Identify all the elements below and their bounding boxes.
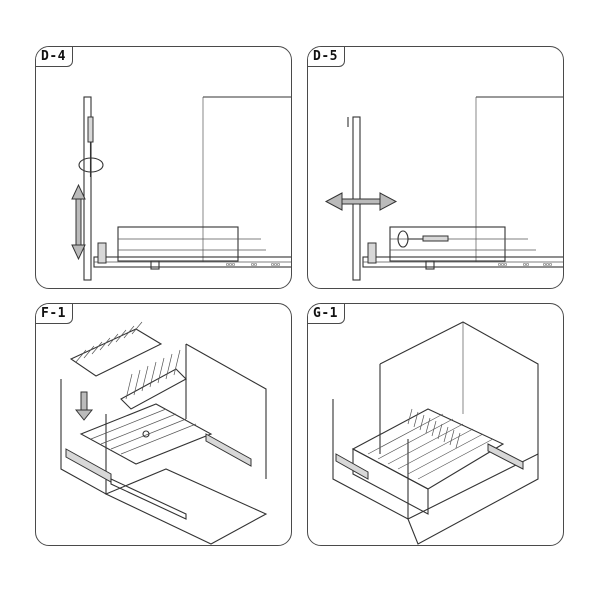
dish-rack-icon [351, 408, 505, 515]
step-panel-f1: F-1 [35, 303, 292, 546]
step-panel-d4: D-4 ooo oo ooo [35, 46, 292, 289]
svg-text:ooo: ooo [498, 262, 507, 268]
step-label: D-4 [36, 47, 73, 67]
svg-text:oo: oo [251, 262, 257, 268]
screwdriver-icon [397, 230, 449, 248]
step-panel-d5: D-5 ooo oo ooo [307, 46, 564, 289]
step-label: F-1 [36, 304, 73, 324]
svg-text:ooo: ooo [271, 262, 280, 268]
step-label: G-1 [308, 304, 345, 324]
horizontal-move-arrow-icon [324, 192, 398, 211]
svg-text:ooo: ooo [543, 262, 552, 268]
dish-rack-icon [69, 321, 187, 410]
vertical-move-arrow-icon [71, 183, 86, 261]
rotate-icon [78, 157, 104, 173]
assembly-illustration [60, 321, 268, 545]
screwdriver-icon [87, 116, 94, 143]
step-panel-g1: G-1 [307, 303, 564, 546]
assembly-illustration [332, 321, 539, 545]
step-label: D-5 [308, 47, 345, 67]
adjustment-illustration: ooo oo ooo [324, 96, 563, 281]
svg-text:ooo: ooo [226, 262, 235, 268]
adjustment-illustration: ooo oo ooo [71, 96, 291, 281]
down-arrow-icon [74, 391, 94, 421]
svg-text:oo: oo [523, 262, 529, 268]
